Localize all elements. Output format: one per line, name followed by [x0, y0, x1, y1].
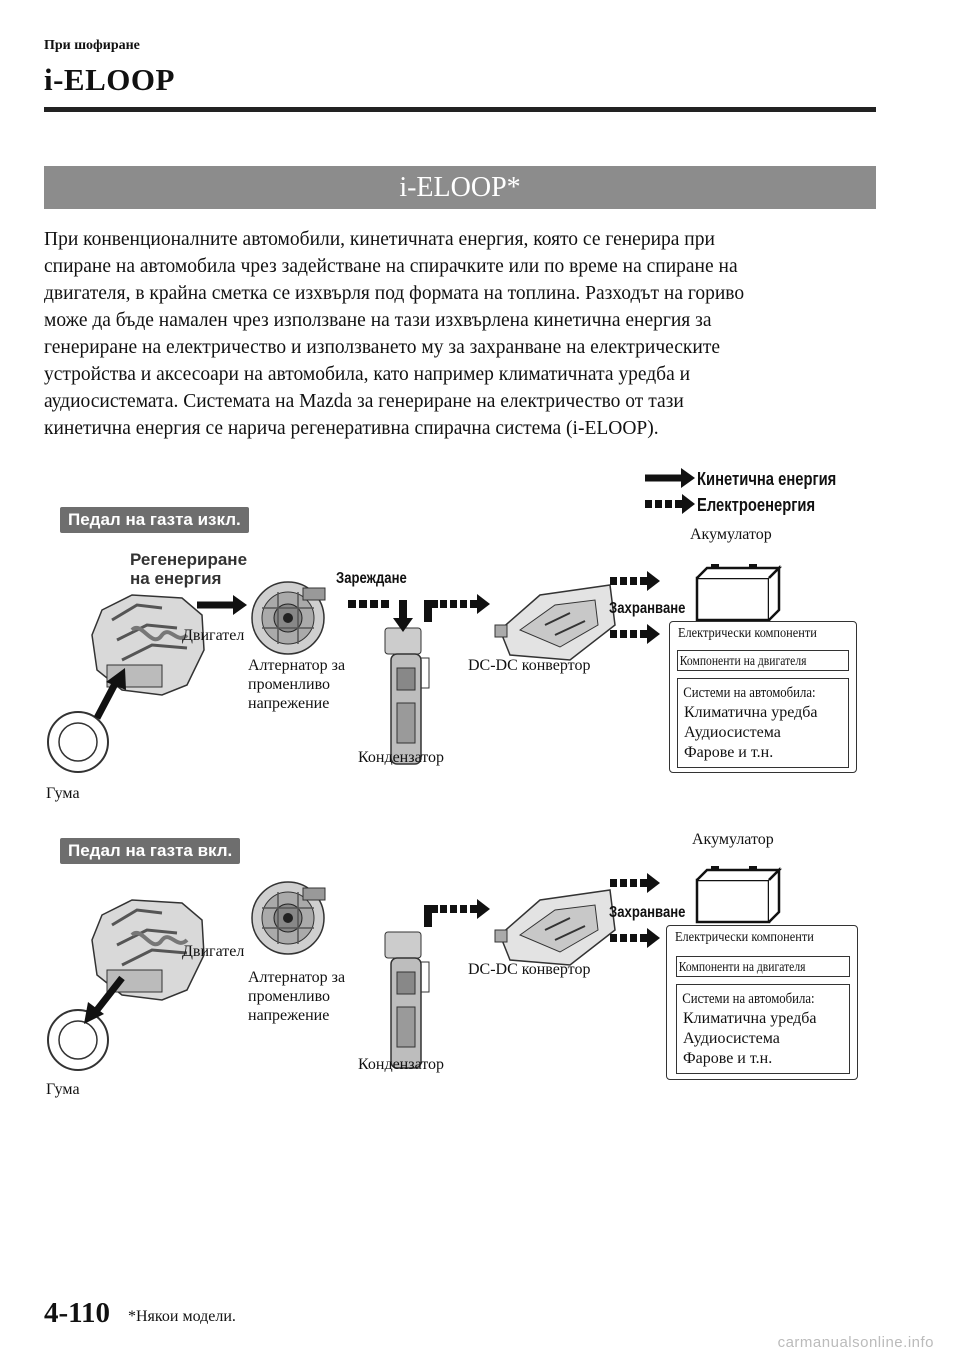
- alternator-label: Алтернатор за променливо напрежение: [248, 969, 346, 1024]
- kinetic-arrow-icon: [106, 668, 126, 690]
- vehicle-system-item: Климатична уредба: [683, 1010, 817, 1027]
- intro-line: кинетична енергия се нарича регенеративн…: [44, 418, 659, 439]
- vehicle-system-item: Фарове и т.н.: [683, 1050, 773, 1067]
- electric-arrow-icon: [610, 928, 660, 948]
- intro-line: устройства и аксесоари на автомобила, ка…: [44, 364, 691, 385]
- electric-arrow-icon: [440, 899, 490, 919]
- engine-components-label: Компоненти на двигателя: [679, 653, 807, 668]
- legend-kinetic-label: Кинетична енергия: [697, 469, 837, 489]
- watermark: carmanualsonline.info: [777, 1334, 934, 1351]
- kinetic-arrow-icon: [84, 1002, 104, 1024]
- capacitor-label: Кондензатор: [358, 1056, 445, 1073]
- battery-label: Акумулатор: [692, 831, 774, 848]
- legend-electric-label: Електроенергия: [697, 495, 816, 515]
- dc-dc-converter-icon: [494, 584, 616, 661]
- pedal-off-label: Педал на газта изкл.: [60, 507, 249, 533]
- alternator-label: Алтернатор за променливо напрежение: [248, 657, 346, 712]
- converter-label: DC-DC конвертор: [468, 961, 591, 978]
- electrical-components-box: Електрически компоненти Компоненти на дв…: [669, 621, 857, 773]
- engine-label: Двигател: [182, 943, 245, 960]
- kinetic-arrow-icon: [197, 595, 247, 615]
- capacitor-label: Кондензатор: [358, 749, 445, 766]
- intro-line: генериране на електричество и използване…: [44, 337, 721, 358]
- intro-line: спиране на автомобила чрез задействане н…: [44, 256, 738, 277]
- supply-label: Захранване: [609, 904, 686, 921]
- converter-label: DC-DC конвертор: [468, 657, 591, 674]
- alternator-icon: [251, 881, 326, 955]
- capacitor-icon: [384, 627, 430, 765]
- engine-components-box: Компоненти на двигателя: [677, 650, 849, 671]
- vehicle-systems-title: Системи на автомобила:: [683, 685, 816, 701]
- electric-arrow-icon: [610, 624, 660, 644]
- vehicle-systems-box: Системи на автомобила: Климатична уредба…: [676, 984, 850, 1074]
- regeneration-label: Регенериране на енергия: [130, 550, 248, 588]
- battery-icon: [695, 562, 781, 622]
- components-title: Електрически компоненти: [678, 626, 817, 641]
- electric-arrow-icon: [440, 594, 490, 614]
- engine-label: Двигател: [182, 627, 245, 644]
- tire-icon: [47, 711, 109, 773]
- battery-icon: [695, 864, 781, 924]
- tire-label: Гума: [46, 785, 80, 802]
- engine-components-box: Компоненти на двигателя: [676, 956, 850, 977]
- charging-arrow-icon: [348, 600, 413, 632]
- vehicle-system-item: Аудиосистема: [683, 1030, 780, 1047]
- header-divider: [44, 107, 876, 112]
- intro-line: може да бъде намален чрез използване на …: [44, 310, 712, 331]
- pedal-on-label: Педал на газта вкл.: [60, 838, 241, 864]
- intro-line: аудиосистемата. Системата на Mazda за ге…: [44, 391, 684, 412]
- page-number: 4-110: [44, 1297, 111, 1329]
- intro-line: двигателя, в крайна сметка се изхвърля п…: [44, 283, 745, 304]
- vehicle-systems-title: Системи на автомобила:: [682, 991, 815, 1007]
- intro-line: При конвенционалните автомобили, кинетич…: [44, 229, 715, 250]
- components-title: Електрически компоненти: [675, 930, 814, 945]
- tire-icon: [47, 1009, 109, 1071]
- battery-label: Акумулатор: [690, 526, 772, 543]
- vehicle-system-item: Климатична уредба: [684, 704, 818, 721]
- tire-label: Гума: [46, 1081, 80, 1098]
- breadcrumb: При шофиране: [44, 38, 140, 53]
- intro-paragraph: При конвенционалните автомобили, кинетич…: [44, 226, 876, 442]
- kinetic-energy-arrow-icon: [645, 468, 695, 488]
- charging-label: Зареждане: [336, 570, 407, 587]
- electric-arrow-icon: [424, 905, 438, 927]
- electric-arrow-icon: [610, 571, 660, 591]
- vehicle-system-item: Фарове и т.н.: [684, 744, 774, 761]
- engine-components-label: Компоненти на двигателя: [678, 959, 806, 974]
- footnote: *Някои модели.: [128, 1308, 236, 1325]
- section-title: i-ELOOP: [44, 62, 175, 97]
- electric-arrow-icon: [424, 600, 438, 622]
- dc-dc-converter-icon: [494, 889, 616, 966]
- supply-label: Захранване: [609, 600, 686, 617]
- capacitor-icon: [384, 931, 430, 1069]
- vehicle-system-item: Аудиосистема: [684, 724, 781, 741]
- electric-arrow-icon: [610, 873, 660, 893]
- electric-energy-arrow-icon: [645, 494, 695, 514]
- page-title-banner: i-ELOOP*: [44, 166, 876, 209]
- alternator-icon: [251, 581, 326, 655]
- electrical-components-box: Електрически компоненти Компоненти на дв…: [666, 925, 858, 1080]
- vehicle-systems-box: Системи на автомобила: Климатична уредба…: [677, 678, 849, 768]
